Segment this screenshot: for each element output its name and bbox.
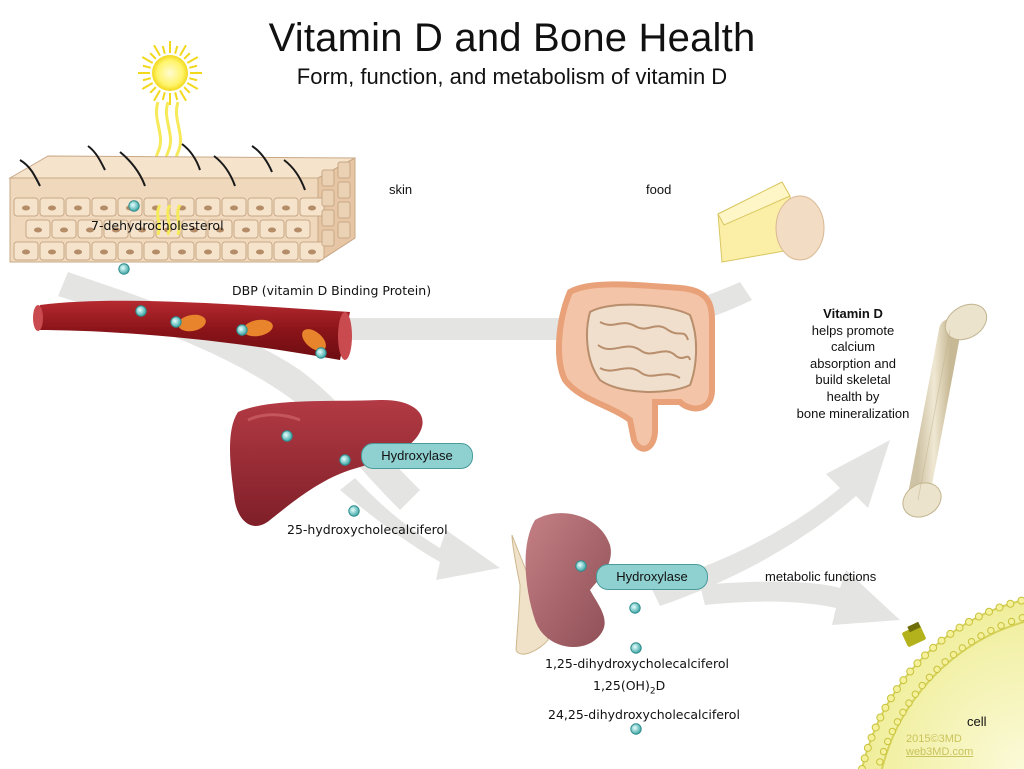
dihydroxy-2425-label: 24,25-dihydroxycholecalciferol — [548, 707, 740, 722]
receptor-icon — [902, 621, 926, 647]
arrow-kidney-to-bone — [650, 440, 890, 606]
molecule-dot — [118, 263, 130, 275]
watermark-copyright: 2015©3MD — [906, 733, 962, 745]
vitamin-d-heading: Vitamin D — [823, 306, 883, 321]
dbp-proteins — [178, 314, 326, 351]
molecule-dot — [135, 305, 147, 317]
molecule-dot — [170, 316, 182, 328]
molecule-dot — [630, 723, 642, 735]
arrow-kidney-to-cell — [700, 570, 900, 625]
molecule-dot — [315, 347, 327, 359]
page-subtitle: Form, function, and metabolism of vitami… — [296, 64, 728, 89]
egg-icon — [775, 195, 825, 261]
dbp-label: DBP (vitamin D Binding Protein) — [232, 283, 432, 298]
page-title: Vitamin D and Bone Health — [268, 16, 756, 60]
molecule-dot — [236, 324, 248, 336]
molecule-dot — [575, 560, 587, 572]
arrow-liver-to-kidney — [340, 478, 500, 580]
kidney-illustration — [511, 513, 611, 655]
note-line: helps promote — [811, 322, 895, 338]
skin-illustration — [8, 143, 356, 263]
hydroxycholecalciferol-label: 25-hydroxycholecalciferol — [287, 522, 448, 537]
note-line: bone mineralization — [796, 405, 910, 421]
molecule-dot — [281, 430, 293, 442]
vitamin-d-note: Vitamin D helps promote calcium absorpti… — [778, 306, 928, 422]
molecule-dot — [128, 200, 140, 212]
note-line: calcium — [830, 339, 876, 355]
vitamin-d-molecules — [118, 200, 642, 735]
dihydroxy-125-label: 1,25-dihydroxycholecalciferol — [545, 656, 729, 671]
molecule-dot — [348, 505, 360, 517]
oh2d-label: 1,25(OH)2D — [593, 678, 666, 697]
liver-hydroxylase-enzyme: Hydroxylase — [361, 443, 473, 469]
uv-rays-lower — [156, 204, 182, 236]
liver-illustration — [230, 399, 423, 526]
food-label: food — [646, 182, 672, 197]
cell-label: cell — [967, 714, 987, 729]
hairs-icon — [19, 143, 306, 191]
note-line: absorption and — [809, 355, 896, 371]
intestine-illustration — [555, 281, 715, 452]
watermark: 2015©3MD web3MD.com — [906, 733, 973, 759]
note-line: build skeletal — [815, 372, 891, 388]
bone-icon — [902, 303, 988, 518]
blood-vessel — [33, 300, 352, 360]
metabolic-functions-label: metabolic functions — [765, 569, 877, 584]
molecule-dot — [629, 602, 641, 614]
cell-illustration — [858, 596, 1024, 769]
molecule-dot — [630, 642, 642, 654]
cheese-icon — [717, 181, 791, 263]
sun-icon — [138, 41, 202, 105]
note-line: health by — [826, 388, 880, 404]
skin-label: skin — [389, 182, 413, 197]
molecule-dot — [339, 454, 351, 466]
dehydrocholesterol-label: 7-dehydrocholesterol — [91, 218, 224, 233]
kidney-hydroxylase-enzyme: Hydroxylase — [596, 564, 708, 590]
watermark-link: web3MD.com — [906, 746, 974, 758]
arrow-skin-to-liver — [58, 272, 420, 510]
